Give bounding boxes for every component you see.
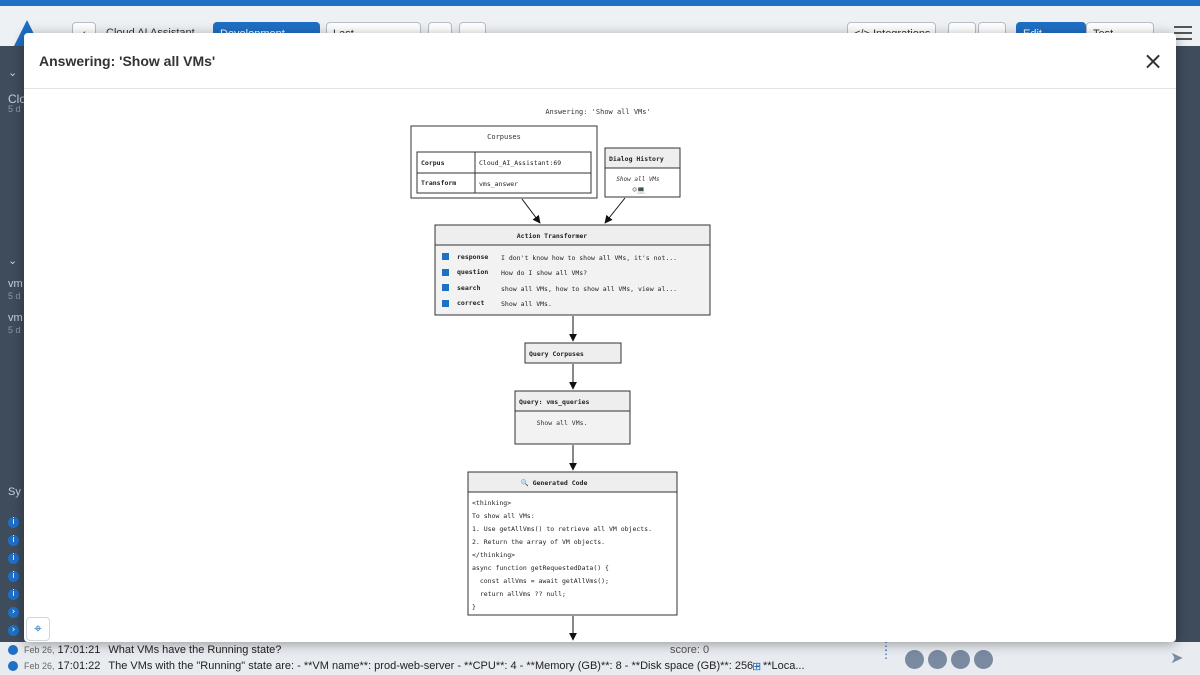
question-value: How do I show all VMs? <box>501 269 587 277</box>
bug-icon[interactable] <box>951 650 970 669</box>
code-line: <thinking> <box>472 499 511 507</box>
action-transformer-box: Action Transformer response I don't know… <box>434 224 711 316</box>
log-text: What VMs have the Running state? <box>108 644 282 656</box>
log-panel: Feb 26,17:01:21 What VMs have the Running… <box>0 639 1200 675</box>
send-icon[interactable]: ➤ <box>1170 650 1184 667</box>
generated-code-box: 🔍 Generated Code <thinking> To show all … <box>467 471 678 616</box>
dialog-history-box: Dialog History Show all VMs ☺💻 <box>604 147 681 198</box>
query-vms-box: Query: vms_queries Show all VMs. <box>514 390 631 445</box>
transform-label: Transform <box>421 179 456 187</box>
transform-value: vms_answer <box>479 180 518 188</box>
hierarchy-icon[interactable]: ⊞ <box>752 661 762 673</box>
corpuses-title: Corpuses <box>487 133 521 141</box>
query-vms-title: Query: vms_queries <box>519 398 590 406</box>
close-button[interactable]: × <box>1142 47 1164 75</box>
modal: Answering: 'Show all VMs' × Answering: '… <box>24 33 1176 642</box>
response-icon <box>442 253 449 260</box>
expand-icon[interactable]: › <box>8 625 19 636</box>
log-text: The VMs with the "Running" state are: - … <box>108 660 805 672</box>
collapse-icon-2[interactable]: ⌄ <box>8 255 18 267</box>
arrow-dialog-to-transformer <box>604 197 626 224</box>
search-icon <box>442 284 449 291</box>
modal-divider <box>24 88 1176 89</box>
expand-icon[interactable] <box>8 661 18 672</box>
right-panel <box>1176 46 1200 675</box>
sidebar-item-clo-sub: 5 d <box>8 104 21 114</box>
code-line: To show all VMs: <box>472 512 535 520</box>
correct-key: correct <box>457 299 484 307</box>
log-score: score: 0 <box>670 644 710 656</box>
generated-code-title: 🔍 Generated Code <box>521 478 588 487</box>
sidebar-item-sy[interactable]: Sy <box>8 486 21 498</box>
question-icon <box>442 269 449 276</box>
collapse-icon[interactable]: ⌄ <box>8 67 18 79</box>
code-line: const allVms = await getAllVms(); <box>472 577 609 585</box>
info-icon[interactable]: i <box>8 553 19 564</box>
code-line: 2. Return the array of VM objects. <box>472 538 605 546</box>
sidebar-item-vm-2-sub: 5 d <box>8 325 21 335</box>
info-icon[interactable]: i <box>8 571 19 582</box>
correct-value: Show all VMs. <box>501 300 552 308</box>
code-line: 1. Use getAllVms() to retrieve all VM ob… <box>472 525 652 533</box>
log-toolbar <box>905 650 997 672</box>
search-key: search <box>457 284 481 292</box>
code-line: </thinking> <box>472 551 515 559</box>
user-computer-icon: ☺💻 <box>633 186 646 194</box>
sidebar-item-vm-2[interactable]: vm <box>8 312 23 324</box>
trash-icon[interactable] <box>905 650 924 669</box>
sidebar-item-clo[interactable]: Clo <box>8 92 27 106</box>
log-row[interactable]: Feb 26,17:01:22 The VMs with the "Running… <box>8 658 805 674</box>
image-icon[interactable] <box>928 650 947 669</box>
query-corpuses-title: Query Corpuses <box>529 350 584 358</box>
diagram: Answering: 'Show all VMs' Corpuses Corpu… <box>410 108 711 641</box>
top-accent-bar <box>0 0 1200 6</box>
menu-icon[interactable] <box>1174 26 1192 40</box>
log-time: 17:01:22 <box>57 660 101 672</box>
query-vms-text: Show all VMs. <box>537 419 588 427</box>
log-date: Feb 26, <box>24 645 55 655</box>
arrow-corpuses-to-transformer <box>521 198 541 224</box>
corpus-label: Corpus <box>421 159 445 167</box>
info-icon[interactable]: i <box>8 517 19 528</box>
code-line: return allVms ?? null; <box>472 590 566 598</box>
expand-icon[interactable] <box>8 645 18 656</box>
question-key: question <box>457 268 488 276</box>
info-icon[interactable]: i <box>8 535 19 546</box>
sidebar-item-vm-1-sub: 5 d <box>8 291 21 301</box>
query-corpuses-box: Query Corpuses <box>524 342 622 364</box>
response-value: I don't know how to show all VMs, it's n… <box>501 254 677 262</box>
key-icon[interactable] <box>974 650 993 669</box>
info-icon[interactable]: i <box>8 589 19 600</box>
action-transformer-title: Action Transformer <box>517 232 588 240</box>
correct-icon <box>442 300 449 307</box>
log-row[interactable]: Feb 26,17:01:21 What VMs have the Running… <box>8 642 281 658</box>
modal-title: Answering: 'Show all VMs' <box>39 53 216 69</box>
code-line: async function getRequestedData() { <box>472 564 609 572</box>
locate-icon[interactable]: ⌖ <box>26 617 50 641</box>
dialog-history-title: Dialog History <box>609 155 664 163</box>
diagram-header: Answering: 'Show all VMs' <box>545 108 650 116</box>
corpuses-box: Corpuses Corpus Cloud_AI_Assistant:69 Tr… <box>410 125 598 199</box>
sidebar-item-vm-1[interactable]: vm <box>8 278 23 290</box>
response-key: response <box>457 253 488 261</box>
log-time: 17:01:21 <box>57 644 101 656</box>
log-date: Feb 26, <box>24 661 55 671</box>
code-line: } <box>472 603 476 611</box>
more-icon[interactable]: ⋮⋮ <box>880 639 892 661</box>
search-value: show all VMs, how to show all VMs, view … <box>501 285 677 293</box>
dialog-history-text: Show all VMs <box>616 176 660 183</box>
left-panel: ⌄ Clo 5 d ⌄ vm 5 d vm 5 d Sy i i i i i ›… <box>0 46 27 675</box>
expand-icon[interactable]: › <box>8 607 19 618</box>
corpus-value: Cloud_AI_Assistant:69 <box>479 159 561 167</box>
